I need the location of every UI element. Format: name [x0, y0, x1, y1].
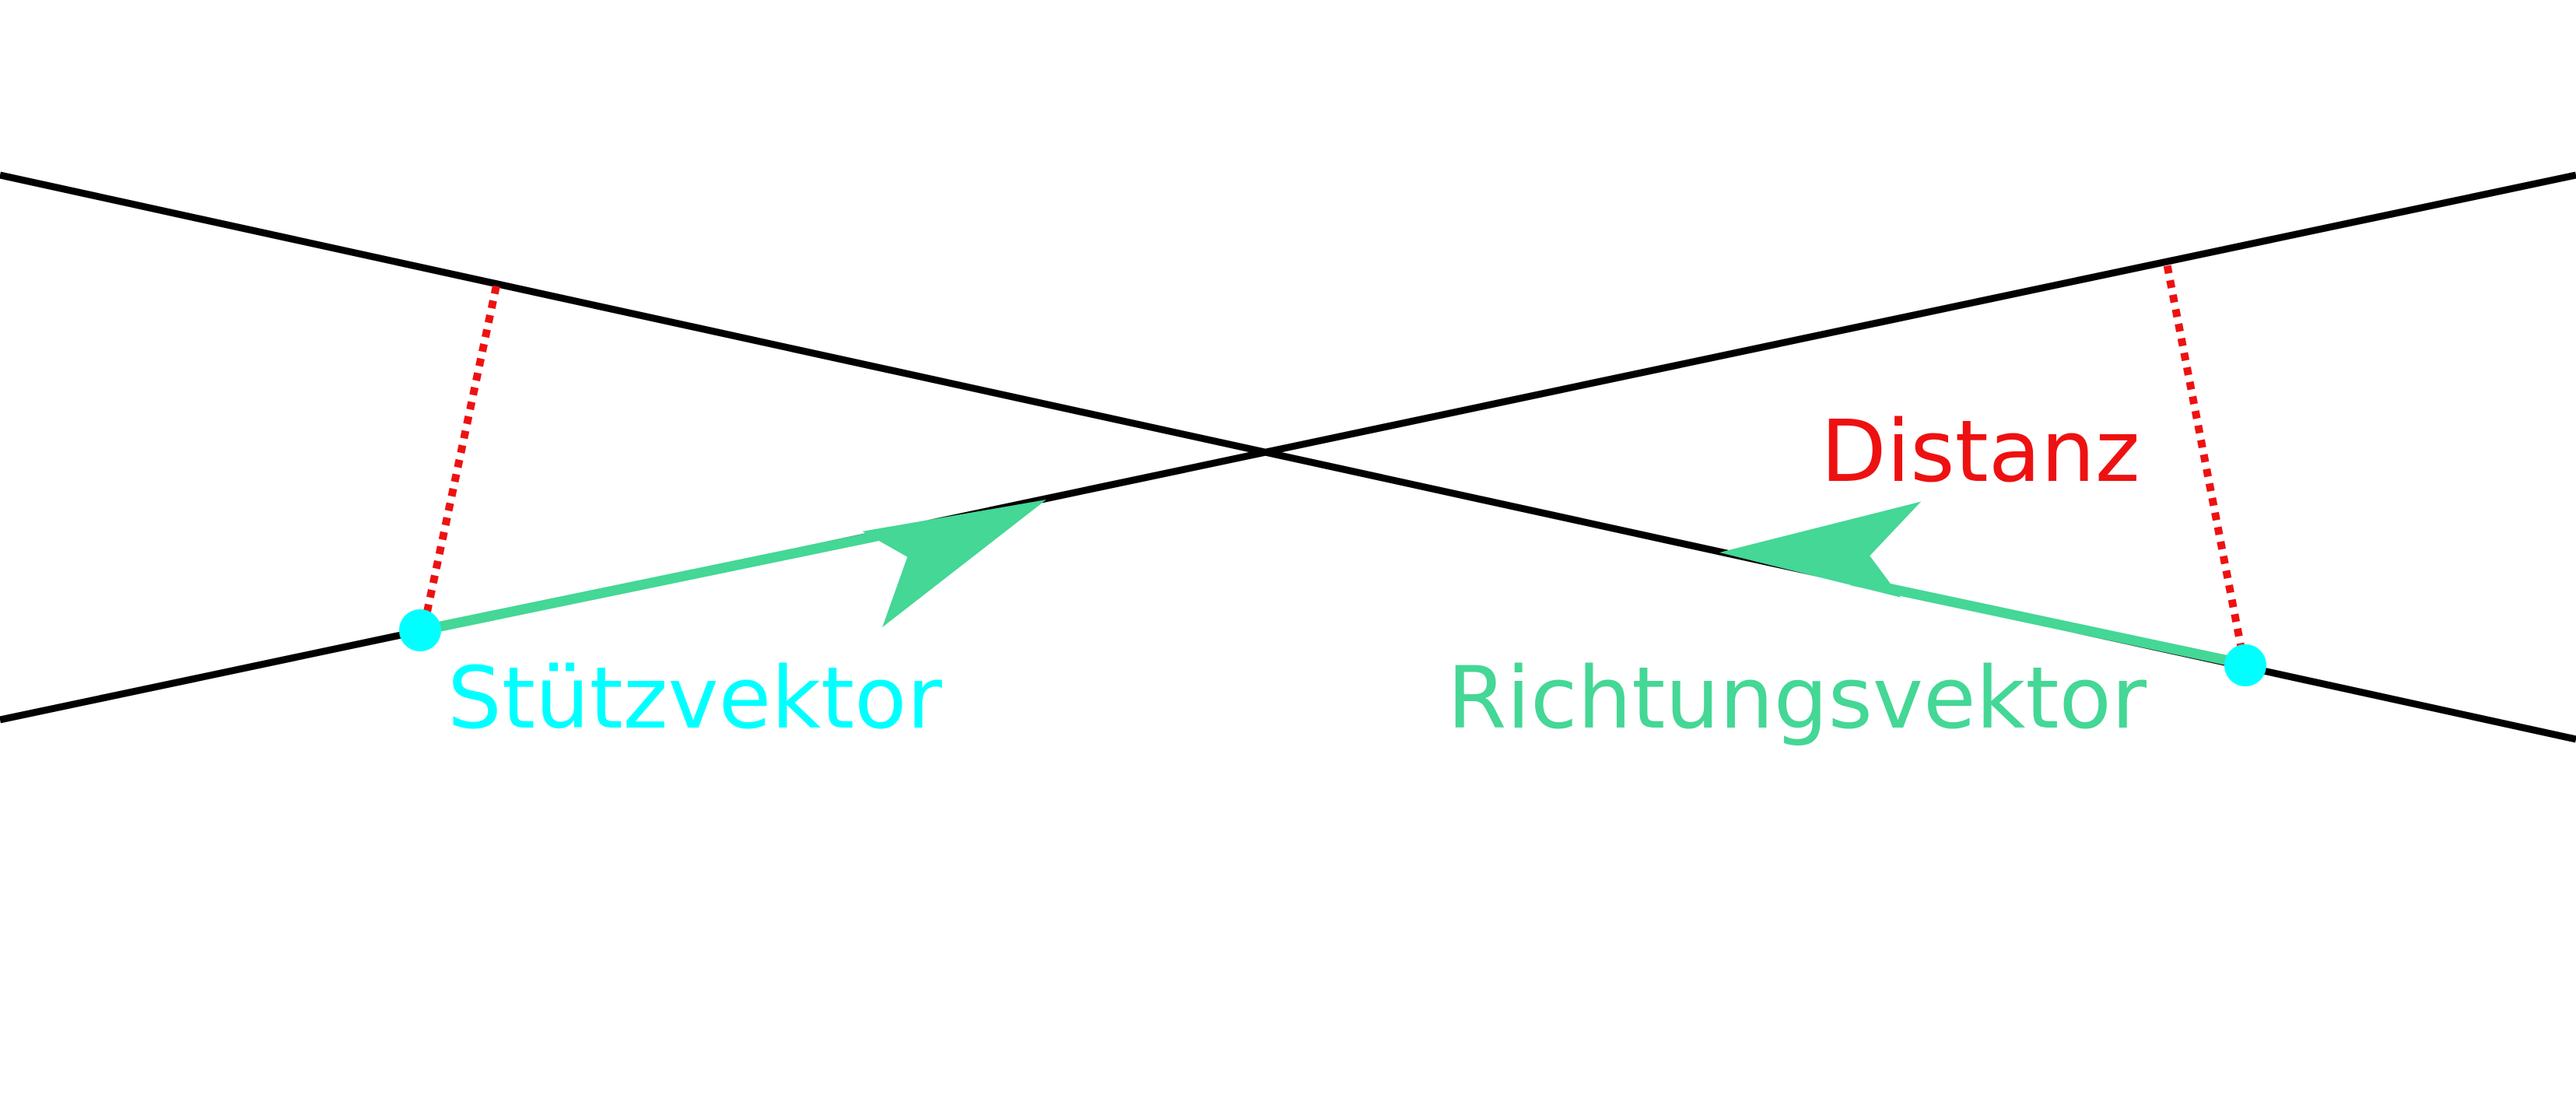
direction-vector-right [1850, 575, 2248, 670]
distance-line-right [2163, 262, 2248, 666]
support-point-right [2224, 644, 2266, 686]
direction-vector-left [420, 521, 927, 636]
direction-vector-label: Richtungsvektor [1447, 648, 2147, 748]
support-vector-label: Stützvektor [447, 648, 942, 748]
distance-label: Distanz [1821, 402, 2140, 501]
support-point-left [399, 609, 441, 651]
distance-line-left [420, 284, 500, 628]
